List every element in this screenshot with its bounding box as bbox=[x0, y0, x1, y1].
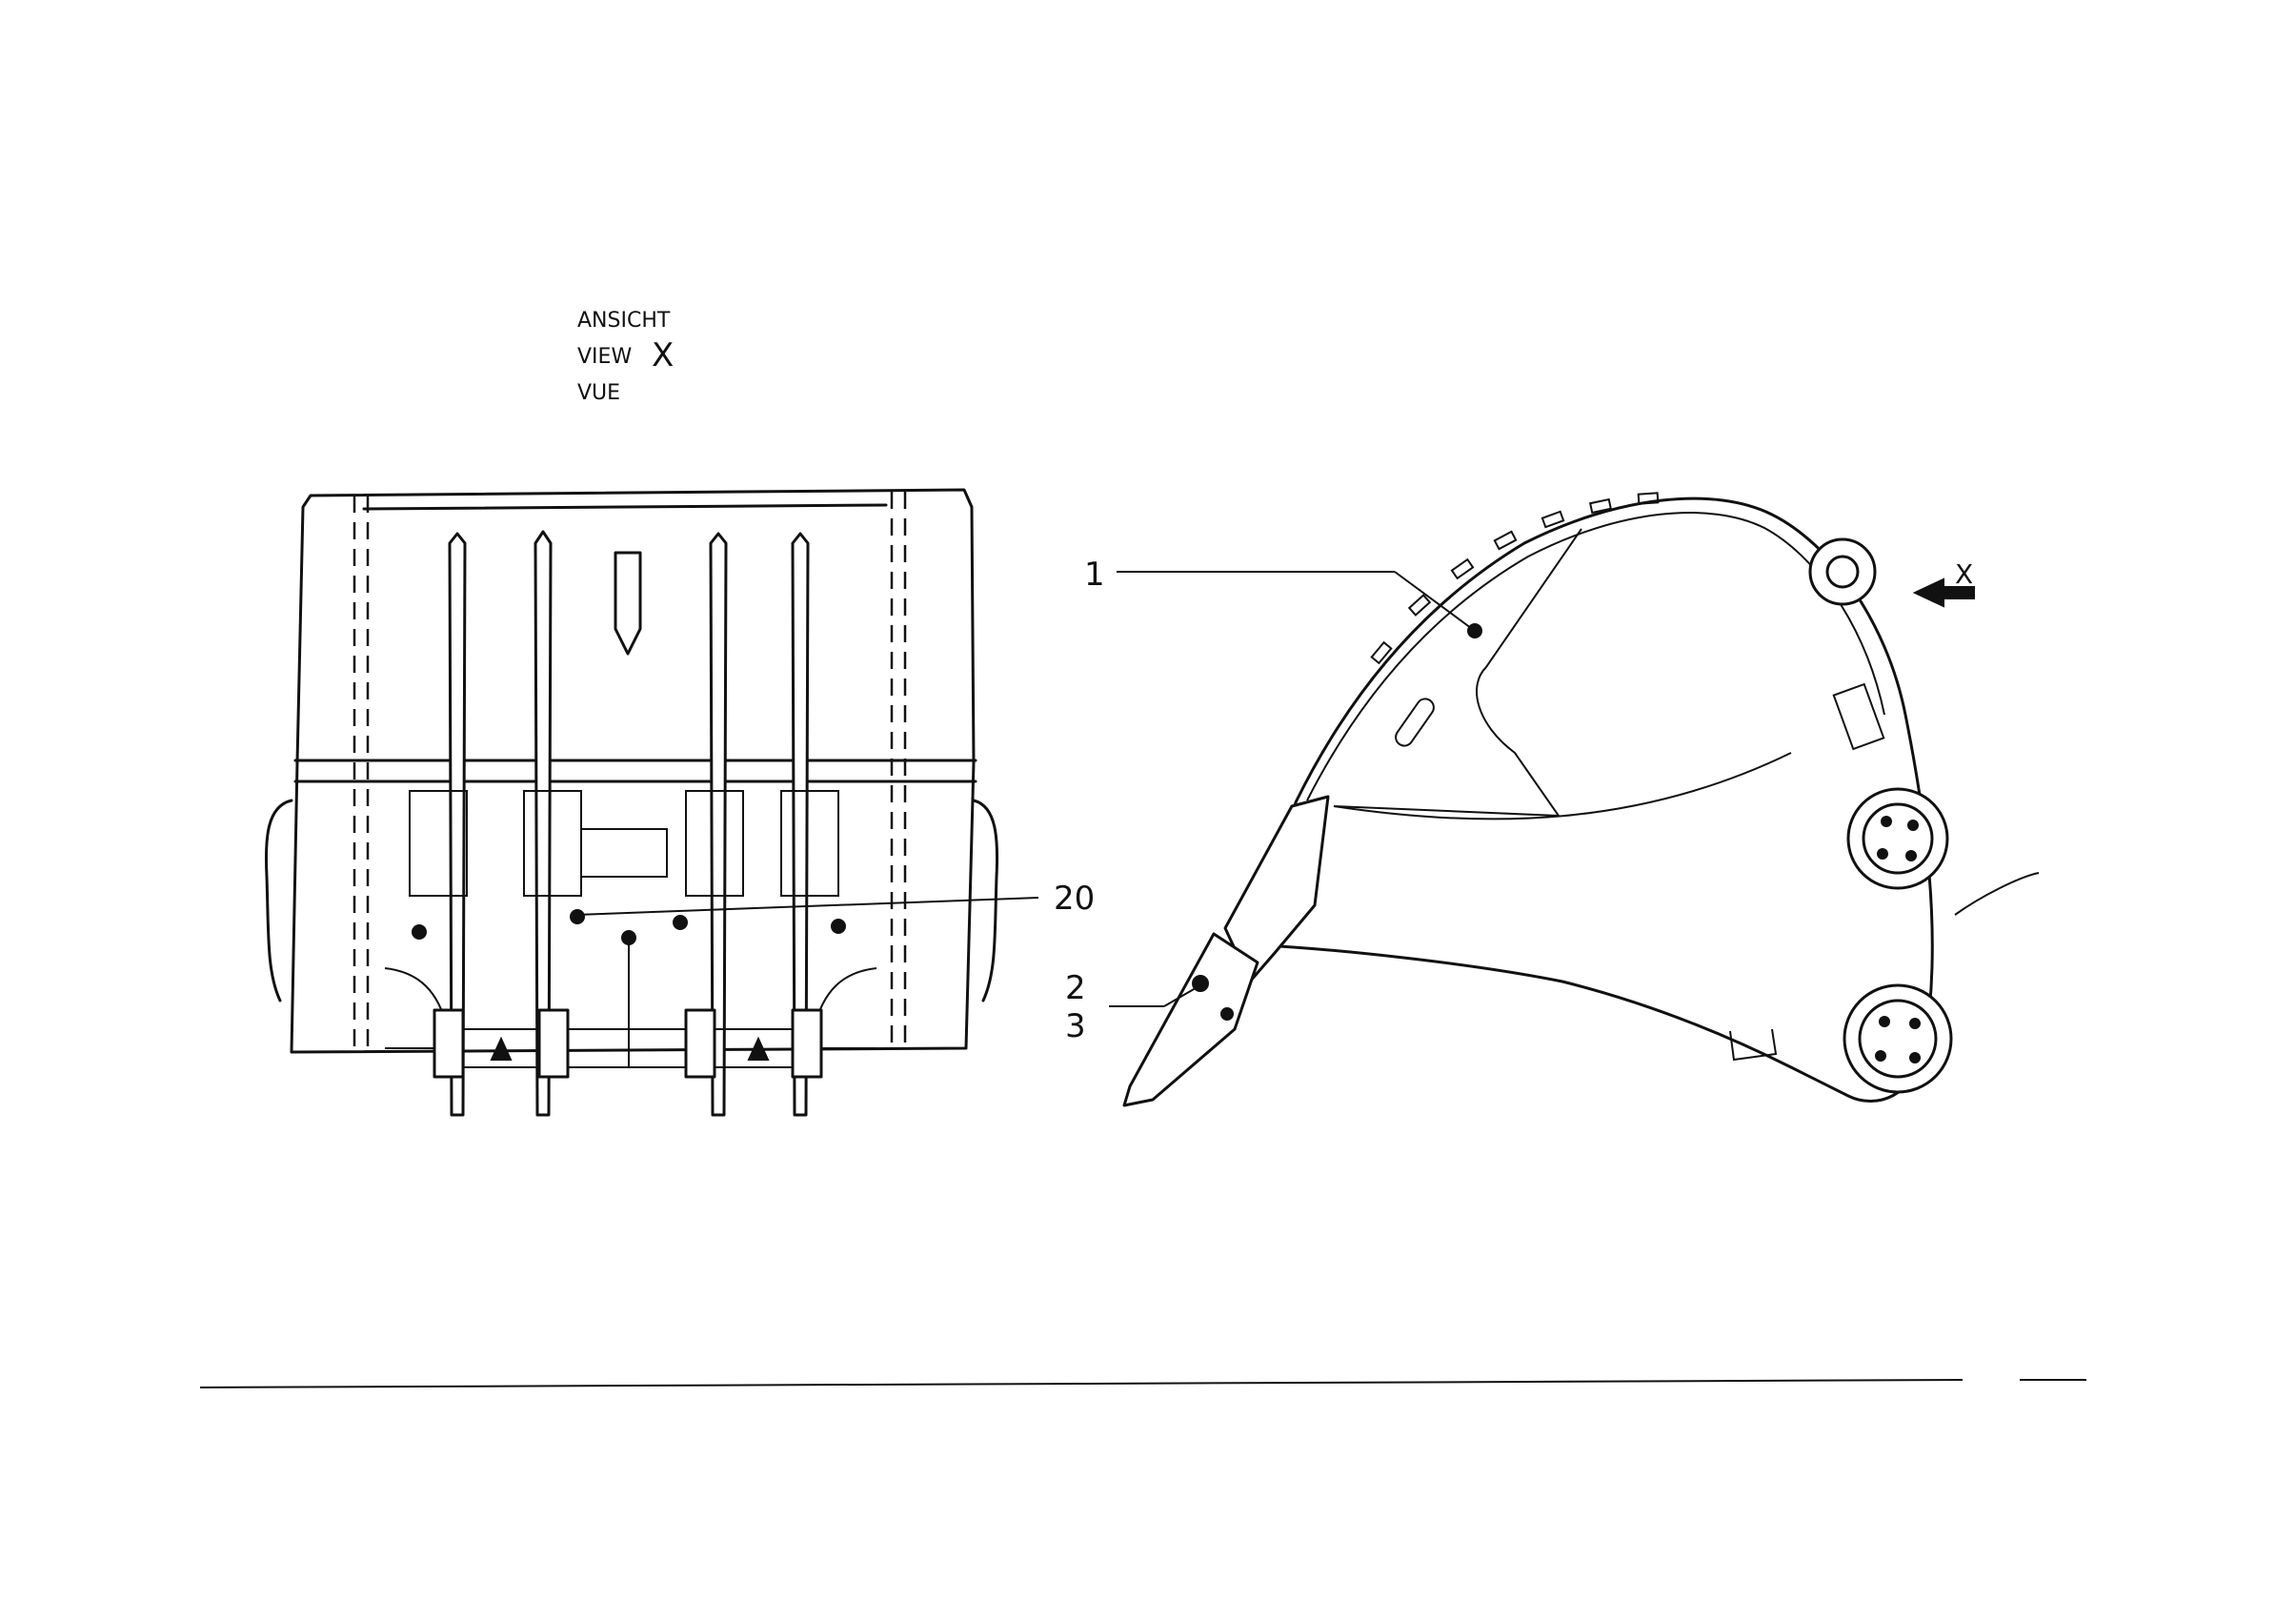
lower-mechanism bbox=[384, 790, 877, 1079]
lower-pin-bolt-3 bbox=[1875, 1050, 1886, 1062]
callout-1-dot bbox=[1467, 623, 1482, 638]
mech-roller-4 bbox=[791, 1008, 823, 1079]
mech-plate-right bbox=[780, 790, 839, 897]
mech-bolt-5 bbox=[831, 919, 846, 934]
mech-bolt-1 bbox=[570, 909, 585, 924]
tooth-adapter bbox=[1223, 795, 1330, 983]
mech-roller-3 bbox=[684, 1008, 716, 1079]
wear-strip-7 bbox=[1637, 492, 1660, 505]
ripper-tines bbox=[448, 530, 810, 1117]
side-hook-right bbox=[972, 799, 999, 1002]
adapter-pin bbox=[1220, 1007, 1234, 1021]
mech-bolt-4 bbox=[412, 924, 427, 940]
callout-1-leader-bend bbox=[1394, 571, 1476, 632]
mech-bolt-2 bbox=[621, 930, 636, 945]
wear-strip-1 bbox=[1370, 640, 1393, 665]
wear-strip-5 bbox=[1541, 510, 1565, 529]
bucket-front-outline bbox=[290, 488, 976, 1054]
center-tooth bbox=[614, 551, 642, 656]
callout-20-leader bbox=[574, 897, 1039, 916]
upper-pin-bolt-3 bbox=[1877, 848, 1888, 860]
view-arrow-x-icon bbox=[1912, 577, 1975, 608]
bucket-top-lip bbox=[362, 503, 888, 511]
mech-pin-left bbox=[490, 1036, 513, 1061]
mech-pin-right bbox=[747, 1036, 770, 1061]
upper-pin-bolt-4 bbox=[1905, 850, 1917, 861]
view-label-view: VIEW bbox=[577, 345, 632, 369]
front-view-bucket: 20 bbox=[264, 488, 1095, 1117]
id-plate bbox=[1832, 682, 1885, 751]
upper-pin-bolt-1 bbox=[1881, 816, 1892, 827]
tine-2 bbox=[534, 530, 553, 1117]
view-label-letter: X bbox=[652, 336, 674, 375]
mech-plate-left bbox=[409, 790, 468, 897]
view-label-ansicht: ANSICHT bbox=[577, 309, 671, 333]
callout-1-label: 1 bbox=[1084, 556, 1105, 594]
lower-pin-bolt-1 bbox=[1879, 1016, 1890, 1027]
side-plate-window bbox=[1333, 528, 1582, 818]
lifting-eye-inner bbox=[1825, 555, 1860, 589]
callout-3-label: 3 bbox=[1065, 1007, 1086, 1045]
lower-pin-bolt-4 bbox=[1909, 1052, 1921, 1063]
side-plate-edge bbox=[1333, 752, 1792, 820]
wear-strip-2 bbox=[1407, 594, 1432, 617]
wear-strip-6 bbox=[1588, 497, 1613, 515]
mech-roller-2 bbox=[537, 1008, 570, 1079]
slot-hole bbox=[1395, 698, 1435, 747]
mech-flange-right bbox=[813, 967, 877, 1049]
mech-bolt-3 bbox=[673, 915, 688, 930]
view-arrow-letter: X bbox=[1955, 558, 1973, 590]
mech-plate-center-left bbox=[523, 790, 582, 897]
wear-strip-4 bbox=[1493, 530, 1518, 551]
side-view-bucket: X 1 2 3 bbox=[1065, 492, 2040, 1107]
mech-plate-center-right bbox=[685, 790, 744, 897]
lower-pin-bolt-2 bbox=[1909, 1018, 1921, 1029]
mech-center-block bbox=[580, 828, 668, 878]
hydraulic-hose bbox=[1954, 872, 2040, 916]
wear-strips bbox=[1370, 492, 1660, 665]
callout-20-label: 20 bbox=[1054, 880, 1095, 918]
mech-roller-1 bbox=[433, 1008, 465, 1079]
upper-pin-boss-inner bbox=[1862, 802, 1934, 875]
view-x-label: ANSICHT VIEW VUE X bbox=[577, 309, 674, 405]
callout-2-leader-bend bbox=[1163, 984, 1201, 1007]
side-hook-left bbox=[264, 799, 293, 1002]
bottom-rule bbox=[199, 1379, 1964, 1388]
view-label-vue: VUE bbox=[577, 381, 620, 405]
lower-pin-boss-inner bbox=[1858, 999, 1938, 1079]
ripper-tooth bbox=[1122, 932, 1259, 1107]
bucket-inner-line bbox=[1306, 512, 1885, 801]
upper-pin-bolt-2 bbox=[1907, 820, 1919, 831]
wear-strip-3 bbox=[1450, 557, 1475, 580]
under-bracket bbox=[1729, 1028, 1778, 1062]
callout-2-label: 2 bbox=[1065, 969, 1086, 1007]
